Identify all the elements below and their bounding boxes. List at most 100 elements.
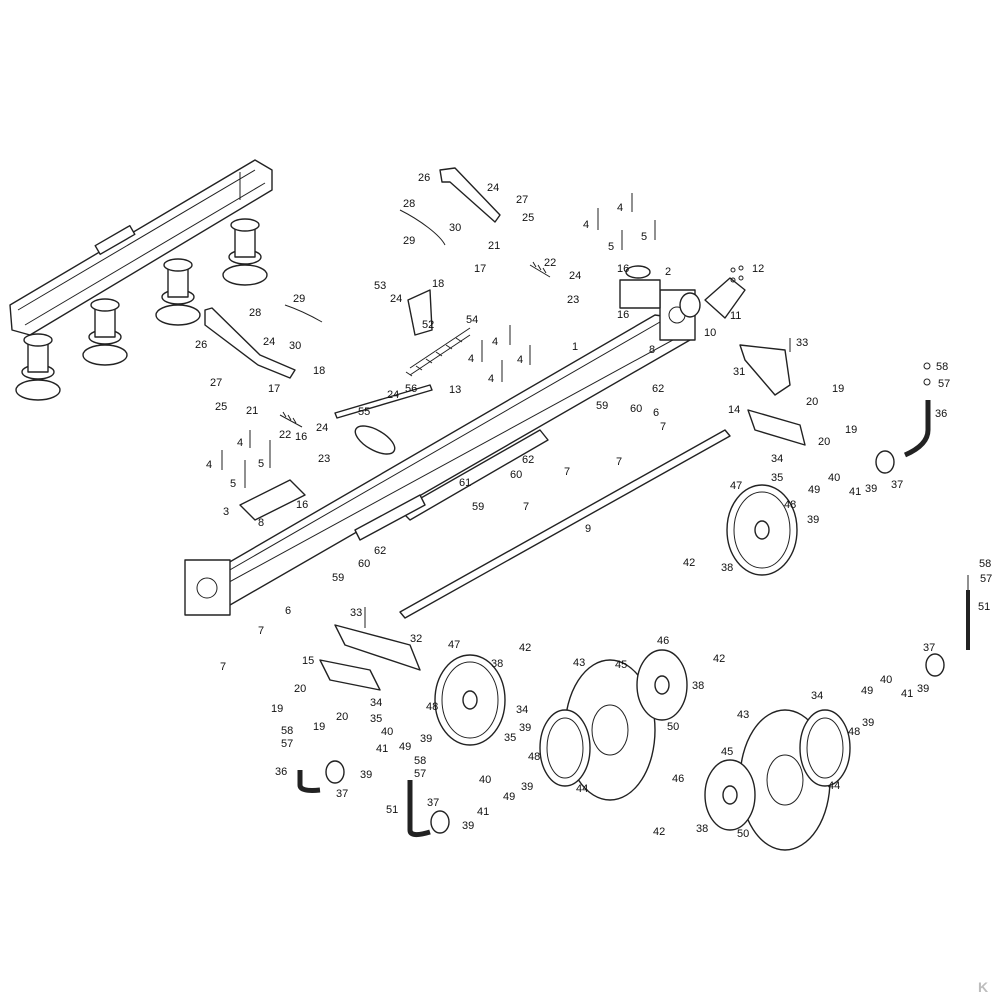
- callout: 45: [721, 746, 733, 758]
- callout-labels: 1 2 3 4 4 4 4 4 4 4 4 5 5 5 5 6 6 7 7 7 …: [195, 172, 992, 840]
- disc-50-right: [704, 759, 756, 831]
- callout: 16: [296, 499, 308, 511]
- callout: 4: [617, 202, 623, 214]
- cover-plate-11: [704, 277, 746, 319]
- callout: 50: [667, 721, 679, 733]
- callout: 61: [459, 477, 471, 489]
- callout: 19: [832, 383, 844, 395]
- bearing-housing-2: [619, 265, 661, 309]
- rod-29-top: [399, 209, 446, 246]
- callout: 38: [692, 680, 704, 692]
- callout: 19: [845, 424, 857, 436]
- callout: 34: [370, 697, 382, 709]
- callout: 56: [405, 383, 417, 395]
- callout: 39: [865, 483, 877, 495]
- callout: 25: [522, 212, 534, 224]
- tension-spring-54: [405, 327, 471, 377]
- callout: 3: [223, 506, 229, 518]
- callout: 47: [448, 639, 460, 651]
- callout: 26: [418, 172, 430, 184]
- callout: 41: [901, 688, 913, 700]
- callout: 6: [653, 407, 659, 419]
- drum-unit-4: [222, 218, 268, 286]
- hub-37-right: [875, 450, 895, 474]
- callout: 12: [752, 263, 764, 275]
- callout: 21: [246, 405, 258, 417]
- callout: 23: [567, 294, 579, 306]
- drum-unit-2: [82, 298, 128, 366]
- callout: 29: [403, 235, 415, 247]
- callout: 36: [935, 408, 947, 420]
- callout: 4: [237, 437, 243, 449]
- spring-22-left: [279, 411, 303, 428]
- callout: 22: [544, 257, 556, 269]
- callout: 24: [487, 182, 499, 194]
- callout: 15: [302, 655, 314, 667]
- callout: 34: [771, 453, 783, 465]
- callout: 39: [917, 683, 929, 695]
- callout: 27: [210, 377, 222, 389]
- callout: 54: [466, 314, 478, 326]
- callout: 37: [923, 642, 935, 654]
- callout: 38: [696, 823, 708, 835]
- callout: 59: [596, 400, 608, 412]
- bracket-26-left: [204, 307, 296, 379]
- callout: 28: [403, 198, 415, 210]
- callout: 49: [861, 685, 873, 697]
- frame-end-plate-left: [184, 559, 231, 616]
- callout: 51: [978, 601, 990, 613]
- callout: 42: [653, 826, 665, 838]
- callout: 58: [979, 558, 991, 570]
- callout: 37: [891, 479, 903, 491]
- callout: 23: [318, 453, 330, 465]
- callout: 59: [472, 501, 484, 513]
- callout: 41: [477, 806, 489, 818]
- callout: 39: [521, 781, 533, 793]
- gearbox-housing: [354, 425, 396, 455]
- callout: 38: [721, 562, 733, 574]
- drum-unit-1: [15, 333, 61, 401]
- callout: 7: [220, 661, 226, 673]
- callout: 60: [630, 403, 642, 415]
- callout: 1: [572, 341, 578, 353]
- callout: 24: [569, 270, 581, 282]
- callout: 42: [683, 557, 695, 569]
- callout: 26: [195, 339, 207, 351]
- callout: 41: [376, 743, 388, 755]
- callout: 36: [275, 766, 287, 778]
- callout: 58: [414, 755, 426, 767]
- pipe-36-left: [297, 770, 321, 793]
- callout: 20: [806, 396, 818, 408]
- callout: 16: [617, 263, 629, 275]
- callout: 58: [281, 725, 293, 737]
- drive-shaft: [399, 429, 731, 619]
- main-frame-beam: [184, 289, 696, 616]
- callout: 41: [849, 486, 861, 498]
- callout: 43: [737, 709, 749, 721]
- hardware-bolts: [221, 193, 931, 628]
- callout: 31: [733, 366, 745, 378]
- callout: 35: [370, 713, 382, 725]
- callout: 17: [268, 383, 280, 395]
- callout: 42: [713, 653, 725, 665]
- hub-37-center: [430, 810, 450, 834]
- callout: 27: [516, 194, 528, 206]
- callout: 10: [704, 327, 716, 339]
- callout: 4: [583, 219, 589, 231]
- callout: 55: [358, 406, 370, 418]
- pipe-36-right: [903, 400, 931, 458]
- callout: 46: [672, 773, 684, 785]
- bracket-14: [747, 409, 806, 446]
- callout: 24: [387, 389, 399, 401]
- callout: 28: [249, 307, 261, 319]
- callout: 17: [474, 263, 486, 275]
- callout: 44: [576, 783, 588, 795]
- callout: 5: [230, 478, 236, 490]
- callout: 4: [488, 373, 494, 385]
- callout: 43: [573, 657, 585, 669]
- callout: 2: [665, 266, 671, 278]
- callout: 45: [615, 659, 627, 671]
- callout: 53: [374, 280, 386, 292]
- callout: 40: [479, 774, 491, 786]
